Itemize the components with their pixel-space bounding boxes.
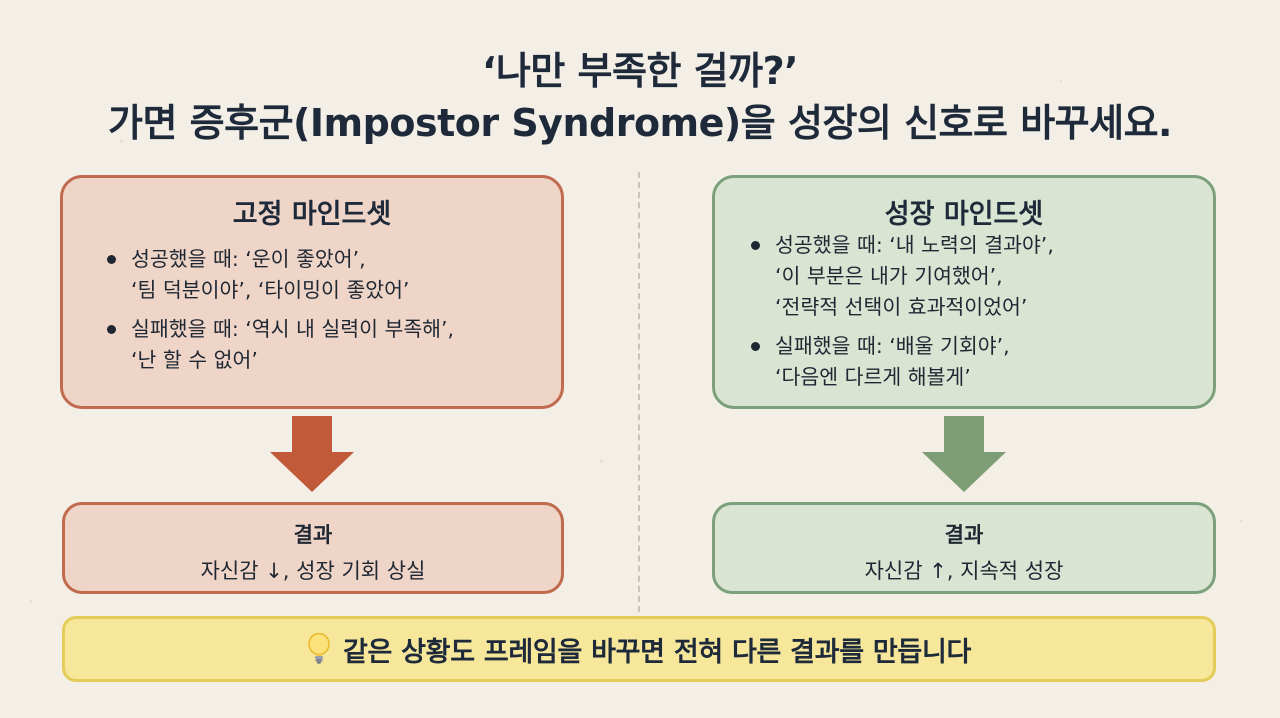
bullet-line: ‘난 할 수 없어’ [131,348,258,372]
center-dashed-divider [638,172,640,612]
fixed-mindset-bullets: 성공했을 때: ‘운이 좋았어’, ‘팀 덕분이야’, ‘타이밍이 좋았어’ 실… [107,244,541,384]
page-title-line-1: ‘나만 부족한 걸까?’ [481,49,799,93]
bullet-dot [107,325,116,334]
growth-down-arrow-icon [922,416,1006,492]
growth-result-box: 결과 자신감 ↑, 지속적 성장 [712,502,1216,594]
bullet-line: 성공했을 때: ‘운이 좋았어’, [131,247,366,271]
bullet-line: ‘이 부분은 내가 기여했어’, [775,264,1003,288]
bullet-dot [107,255,116,264]
fixed-result-text: 자신감 ↓, 성장 기회 상실 [200,559,426,583]
growth-result-label: 결과 [944,523,984,547]
footer-message: 같은 상황도 프레임을 바꾸면 전혀 다른 결과를 만듭니다 [342,636,972,668]
growth-mindset-box: 성장 마인드셋 성공했을 때: ‘내 노력의 결과야’, ‘이 부분은 내가 기… [712,175,1216,409]
fixed-mindset-box: 고정 마인드셋 성공했을 때: ‘운이 좋았어’, ‘팀 덕분이야’, ‘타이밍… [60,175,564,409]
bullet-line: 성공했을 때: ‘내 노력의 결과야’, [775,233,1054,257]
footer-banner-content: 같은 상황도 프레임을 바꾸면 전혀 다른 결과를 만듭니다 [65,619,1213,679]
footer-banner: 같은 상황도 프레임을 바꾸면 전혀 다른 결과를 만듭니다 [62,616,1216,682]
fixed-mindset-title: 고정 마인드셋 [232,199,392,230]
bullet-line: ‘팀 덕분이야’, ‘타이밍이 좋았어’ [131,278,410,302]
paper-texture-speck [120,140,123,143]
fixed-down-arrow-icon [270,416,354,492]
bullet-dot [751,241,760,250]
growth-mindset-title: 성장 마인드셋 [884,199,1044,230]
fixed-bullet-success: 성공했을 때: ‘운이 좋았어’, ‘팀 덕분이야’, ‘타이밍이 좋았어’ [107,244,541,306]
growth-bullet-success: 성공했을 때: ‘내 노력의 결과야’, ‘이 부분은 내가 기여했어’, ‘전… [751,230,1193,323]
bullet-line: ‘다음엔 다르게 해볼게’ [775,365,971,389]
bullet-line: ‘전략적 선택이 효과적이었어’ [775,295,1028,319]
growth-bullet-failure: 실패했을 때: ‘배울 기회야’, ‘다음엔 다르게 해볼게’ [751,331,1193,393]
bullet-dot [751,342,760,351]
paper-texture-speck [600,460,603,463]
paper-texture-speck [1060,80,1062,82]
lightbulb-icon [308,633,330,664]
fixed-result-box: 결과 자신감 ↓, 성장 기회 상실 [62,502,564,594]
paper-texture-speck [30,600,32,603]
bullet-line: 실패했을 때: ‘역시 내 실력이 부족해’, [131,317,455,341]
paper-texture-speck [1240,520,1243,522]
growth-mindset-bullets: 성공했을 때: ‘내 노력의 결과야’, ‘이 부분은 내가 기여했어’, ‘전… [751,230,1193,401]
page-title-line-2: 가면 증후군(Impostor Syndrome)을 성장의 신호로 바꾸세요. [108,101,1172,145]
fixed-result-label: 결과 [293,523,333,547]
fixed-bullet-failure: 실패했을 때: ‘역시 내 실력이 부족해’, ‘난 할 수 없어’ [107,314,541,376]
growth-result-text: 자신감 ↑, 지속적 성장 [864,559,1064,583]
bullet-line: 실패했을 때: ‘배울 기회야’, [775,334,1010,358]
